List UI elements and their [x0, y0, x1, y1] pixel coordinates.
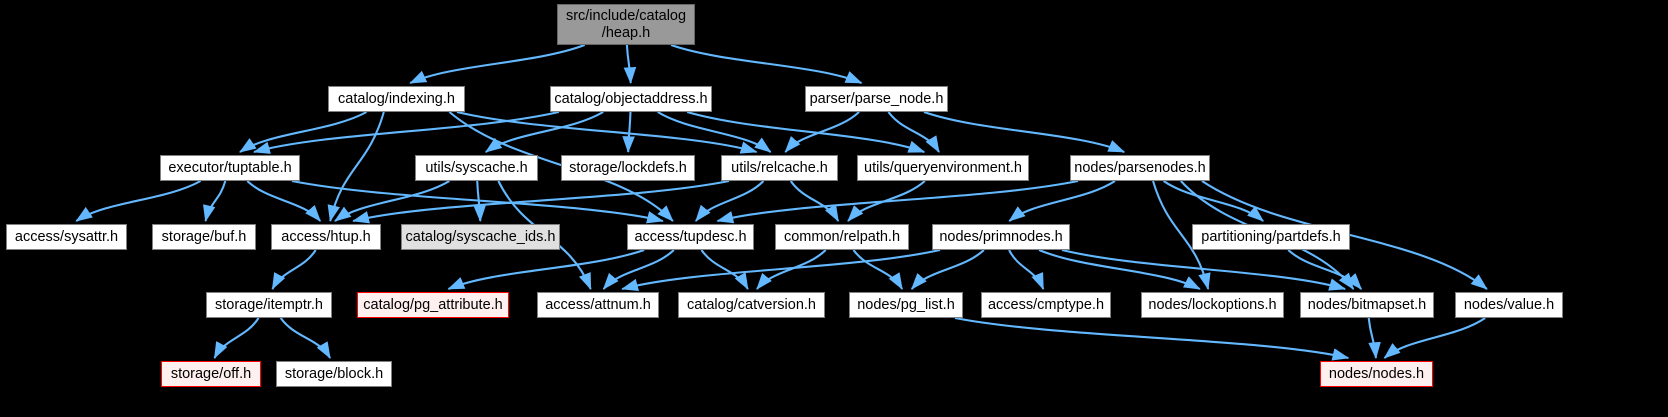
edge-parse_node-to-parsenodes — [923, 111, 1126, 153]
graph-node-syscache[interactable]: utils/syscache.h — [415, 155, 538, 181]
edge-heap-to-parse_node — [670, 44, 863, 84]
graph-node-parsenodes[interactable]: nodes/parsenodes.h — [1070, 155, 1210, 181]
graph-node-indexing[interactable]: catalog/indexing.h — [328, 86, 465, 112]
edge-tuptable-to-buf — [203, 180, 227, 223]
edge-indexing-to-tuptable — [239, 111, 368, 153]
graph-node-value[interactable]: nodes/value.h — [1455, 292, 1563, 318]
edge-primnodes-to-cmptype — [1008, 249, 1045, 290]
graph-node-off[interactable]: storage/off.h — [161, 361, 261, 387]
edge-tupdesc-to-pg_attribute — [447, 249, 645, 290]
edge-indexing-to-relcache — [456, 110, 758, 154]
graph-node-nodes[interactable]: nodes/nodes.h — [1320, 361, 1433, 387]
edge-primnodes-to-attnum — [621, 248, 941, 292]
edge-heap-to-indexing — [409, 44, 586, 84]
graph-node-attnum[interactable]: access/attnum.h — [537, 292, 659, 318]
edge-relpath-to-catversion — [756, 249, 827, 290]
edge-parse_node-to-queryenv — [887, 111, 940, 153]
graph-node-heap[interactable]: src/include/catalog /heap.h — [557, 4, 695, 45]
edge-objectaddress-to-lockdefs — [622, 111, 635, 154]
edge-value-to-nodes — [1383, 317, 1486, 359]
edge-itemptr-to-off — [213, 317, 260, 359]
edge-relcache-to-htup — [352, 179, 730, 224]
graph-node-itemptr[interactable]: storage/itemptr.h — [206, 292, 332, 318]
graph-node-bitmapset[interactable]: nodes/bitmapset.h — [1300, 292, 1434, 318]
graph-node-lockoptions[interactable]: nodes/lockoptions.h — [1141, 292, 1284, 318]
edge-pg_list-to-nodes — [954, 316, 1350, 361]
edge-objectaddress-to-syscache — [484, 111, 604, 153]
edge-itemptr-to-block — [279, 317, 332, 359]
edge-parsenodes-to-lockoptions — [1152, 180, 1211, 291]
edge-parsenodes-to-primnodes — [1008, 180, 1116, 222]
edge-tuptable-to-htup — [246, 180, 322, 222]
edge-syscache-to-syscache_ids — [473, 180, 486, 223]
graph-node-buf[interactable]: storage/buf.h — [152, 224, 256, 250]
graph-node-block[interactable]: storage/block.h — [276, 361, 392, 387]
edge-relpath-to-pg_list — [852, 249, 904, 290]
edge-primnodes-to-lockoptions — [1038, 249, 1201, 290]
edge-heap-to-objectaddress — [623, 44, 637, 85]
edge-objectaddress-to-tuptable — [253, 110, 560, 154]
graph-node-catversion[interactable]: catalog/catversion.h — [678, 292, 825, 318]
graph-node-relcache[interactable]: utils/relcache.h — [721, 155, 838, 181]
edge-parse_node-to-relcache — [784, 111, 860, 153]
edge-partdefs-to-bitmapset — [1287, 249, 1363, 290]
graph-node-pg_attribute[interactable]: catalog/pg_attribute.h — [357, 292, 509, 318]
edge-objectaddress-to-queryenv — [686, 110, 926, 153]
graph-node-cmptype[interactable]: access/cmptype.h — [981, 292, 1111, 318]
edge-objectaddress-to-relcache — [657, 111, 772, 153]
edge-parsenodes-to-partdefs — [1162, 180, 1264, 222]
graph-node-relpath[interactable]: common/relpath.h — [775, 224, 909, 250]
graph-node-queryenv[interactable]: utils/queryenvironment.h — [857, 155, 1029, 181]
edge-primnodes-to-pg_list — [910, 249, 985, 290]
edge-indexing-to-htup — [327, 111, 385, 223]
edge-primnodes-to-bitmapset — [1061, 248, 1347, 291]
edge-tupdesc-to-catversion — [700, 249, 749, 290]
graph-node-primnodes[interactable]: nodes/primnodes.h — [932, 224, 1070, 250]
edge-bitmapset-to-nodes — [1367, 317, 1381, 360]
edge-syscache-to-htup — [334, 180, 450, 222]
edge-relcache-to-tupdesc — [695, 180, 765, 222]
edge-htup-to-itemptr — [271, 249, 317, 290]
graph-node-pg_list[interactable]: nodes/pg_list.h — [849, 292, 963, 318]
edge-tuptable-to-sysattr — [75, 180, 202, 222]
graph-node-htup[interactable]: access/htup.h — [271, 224, 381, 250]
graph-node-lockdefs[interactable]: storage/lockdefs.h — [561, 155, 695, 181]
graph-node-syscache_ids[interactable]: catalog/syscache_ids.h — [401, 224, 560, 250]
graph-node-partdefs[interactable]: partitioning/partdefs.h — [1192, 224, 1350, 250]
graph-node-sysattr[interactable]: access/sysattr.h — [6, 224, 127, 250]
edge-tupdesc-to-attnum — [602, 249, 675, 290]
edge-relcache-to-relpath — [789, 180, 840, 222]
edge-parsenodes-to-tupdesc — [716, 179, 1079, 224]
graph-node-tuptable[interactable]: executor/tuptable.h — [160, 155, 300, 181]
edge-tuptable-to-tupdesc — [291, 179, 664, 224]
graph-node-parse_node[interactable]: parser/parse_node.h — [805, 86, 948, 112]
graph-node-tupdesc[interactable]: access/tupdesc.h — [627, 224, 754, 250]
graph-node-objectaddress[interactable]: catalog/objectaddress.h — [550, 86, 712, 112]
